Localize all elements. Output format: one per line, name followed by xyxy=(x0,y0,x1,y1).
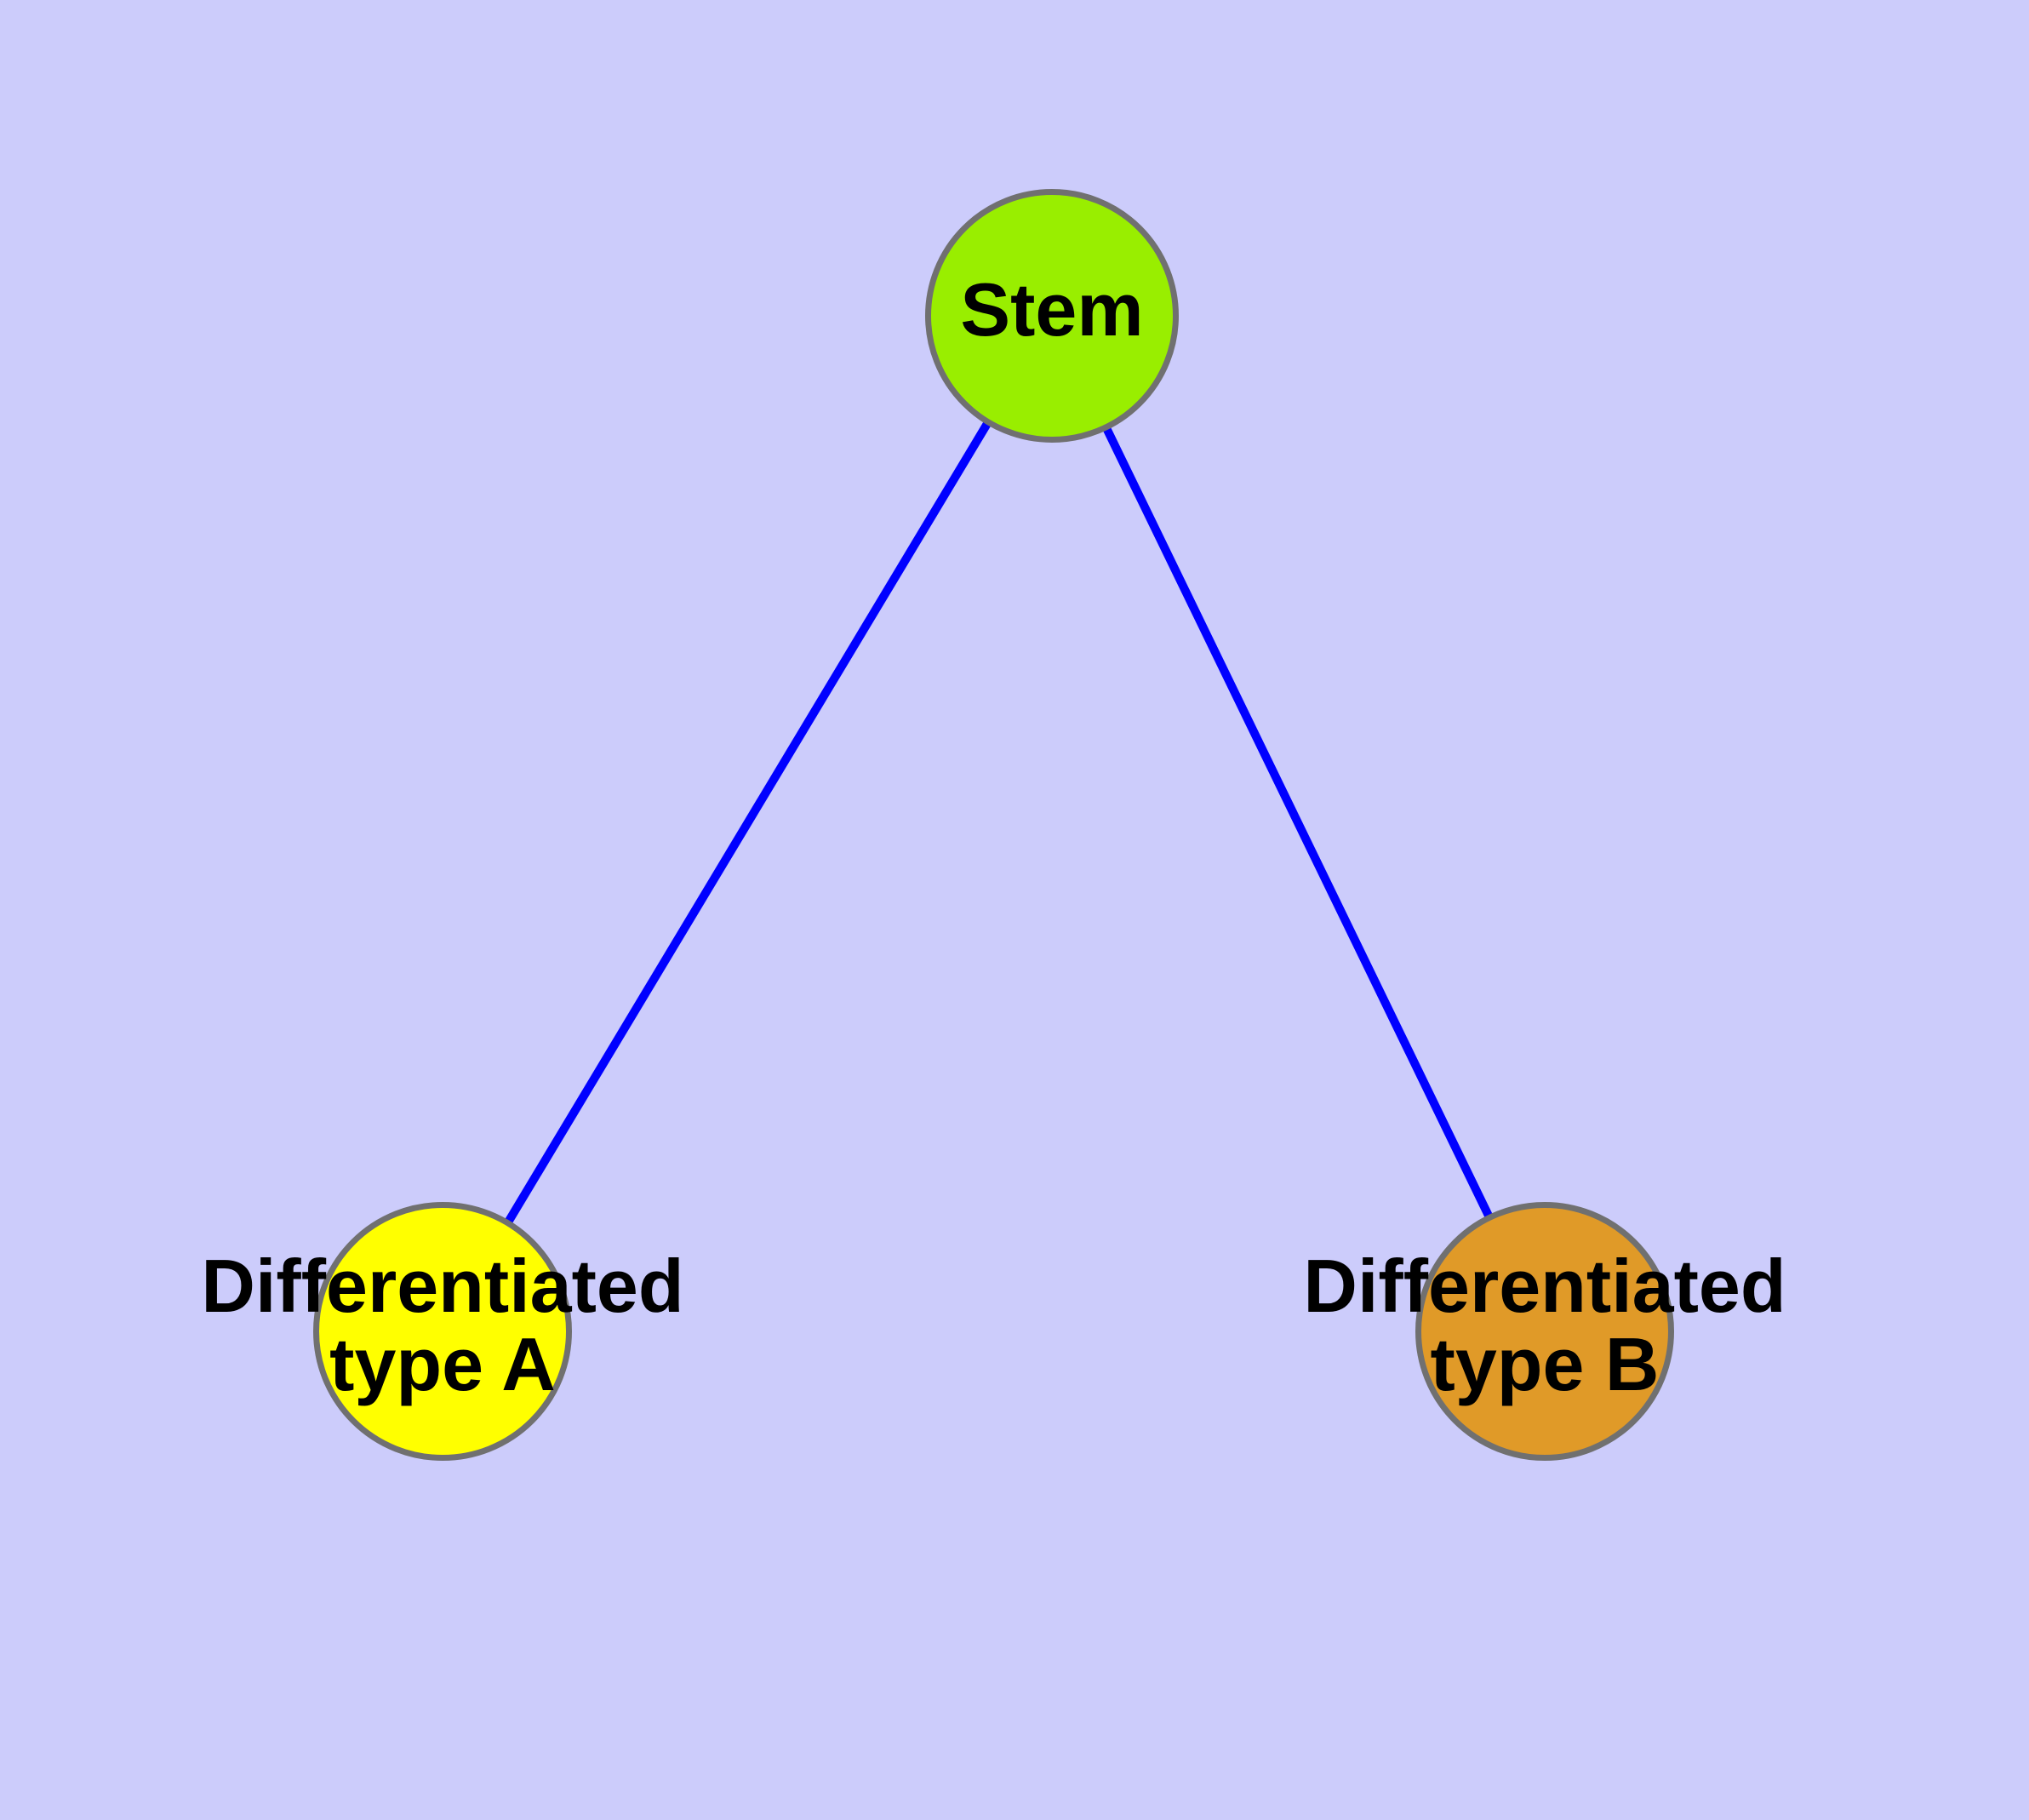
edge-stem-diff-a[interactable] xyxy=(502,418,993,1228)
edge-stem-diff-b[interactable] xyxy=(1100,423,1495,1222)
node-label-stem: Stem xyxy=(960,267,1143,352)
node-label-line: type A xyxy=(329,1322,556,1406)
node-label-line: Differentiated xyxy=(201,1244,683,1328)
node-circle-stem[interactable] xyxy=(925,189,1179,443)
edges-layer xyxy=(502,418,1495,1228)
node-circle-diff_b[interactable] xyxy=(1415,1202,1674,1461)
node-label-line: Differentiated xyxy=(1303,1244,1786,1328)
node-stem[interactable]: Stem xyxy=(925,189,1179,443)
node-label-line: type B xyxy=(1431,1322,1660,1406)
node-label-line: Stem xyxy=(960,267,1143,352)
node-circle-diff_a[interactable] xyxy=(313,1202,572,1461)
